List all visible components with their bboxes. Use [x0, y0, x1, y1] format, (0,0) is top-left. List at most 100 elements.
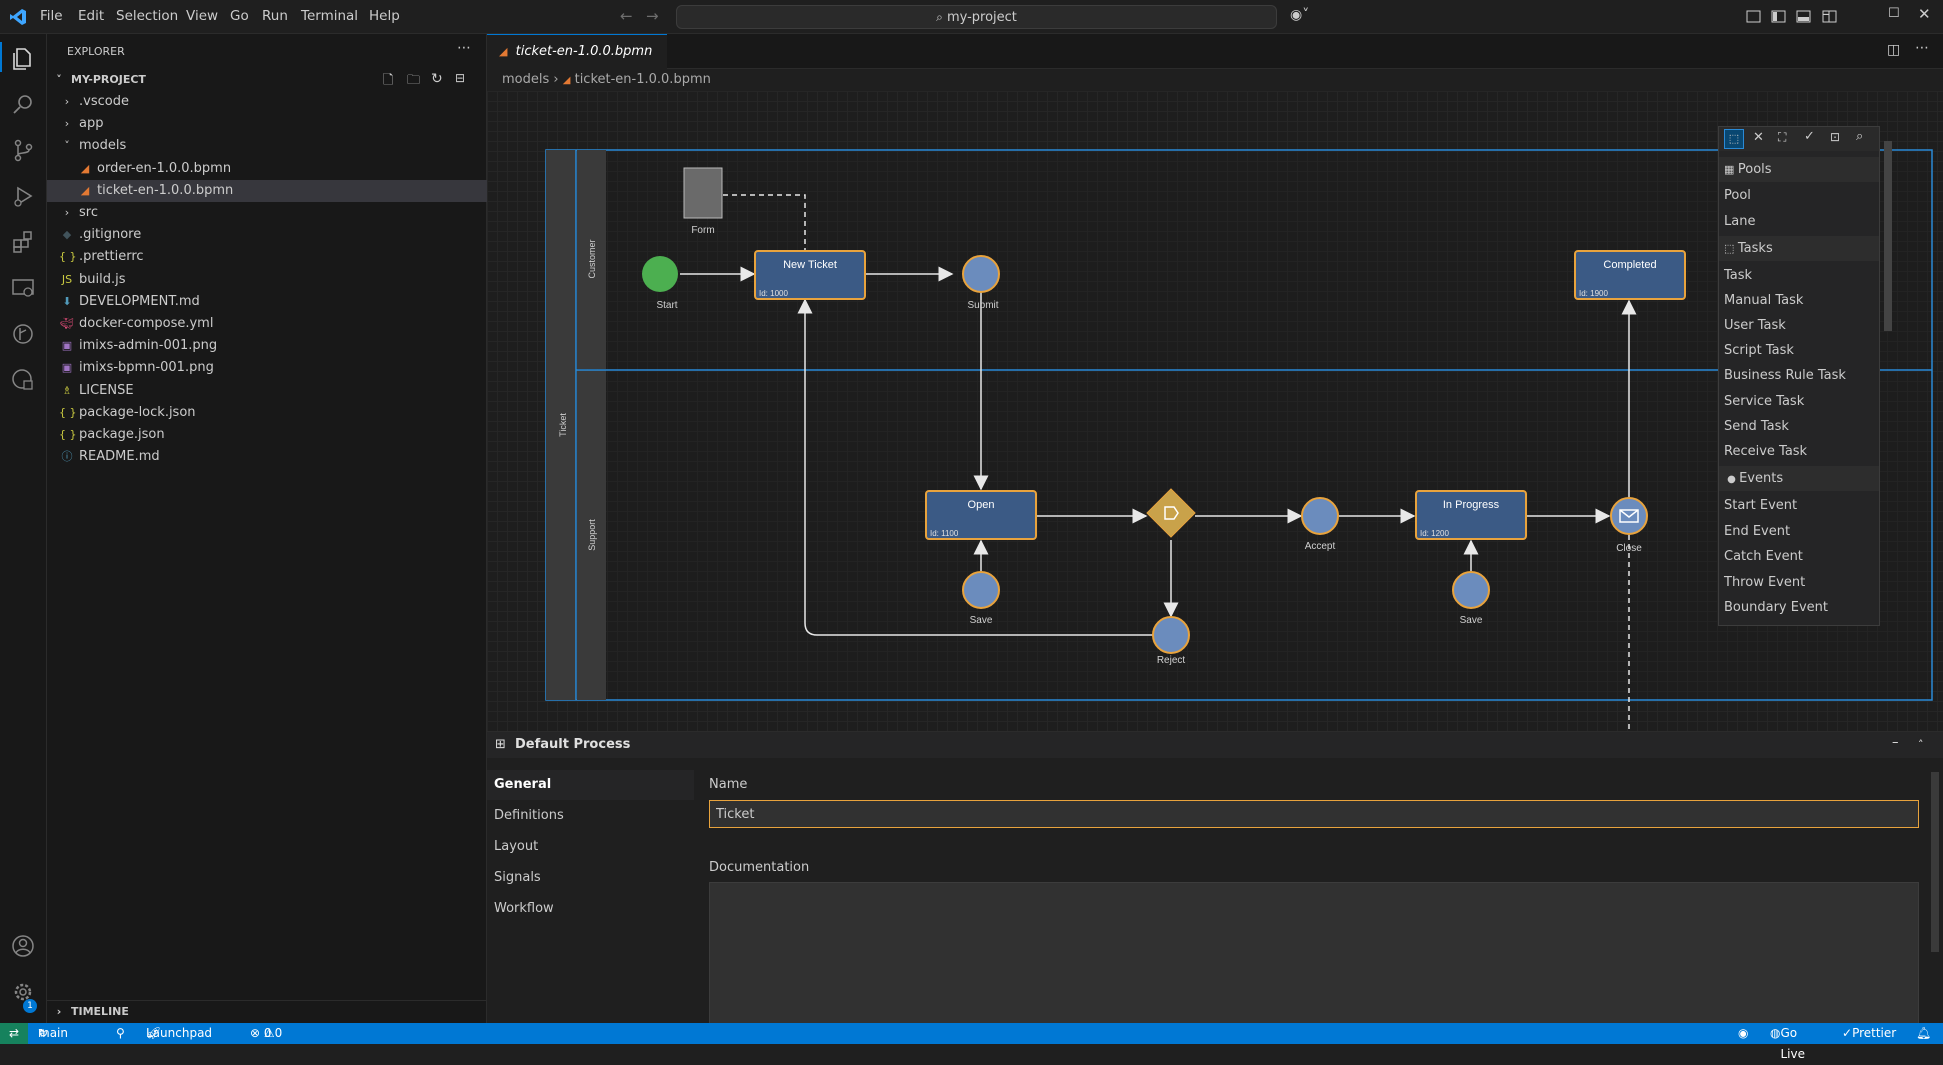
remote-indicator-icon[interactable]: ⇄ [0, 1023, 28, 1044]
notifications-bell-icon[interactable]: 🔔︎ [1916, 1026, 1932, 1040]
tree-item[interactable]: ›app [47, 113, 487, 135]
palette-item-catch-event[interactable]: Catch Event [1724, 549, 1803, 564]
back-arrow-icon[interactable]: ← [620, 7, 633, 25]
menu-edit[interactable]: Edit [78, 8, 105, 24]
palette-scrollbar[interactable] [1884, 141, 1892, 331]
props-nav-definitions[interactable]: Definitions [494, 808, 564, 823]
breadcrumb-file[interactable]: ticket-en-1.0.0.bpmn [574, 72, 711, 87]
run-debug-icon[interactable] [9, 182, 37, 210]
split-editor-icon[interactable]: ◫ [1887, 42, 1901, 58]
task-completed[interactable] [1574, 250, 1686, 300]
collapse-panel-icon[interactable]: ˄ [1918, 738, 1924, 751]
props-nav-signals[interactable]: Signals [494, 870, 541, 885]
tree-item[interactable]: ⬇DEVELOPMENT.md [47, 291, 487, 313]
timeline-header[interactable]: ›TIMELINE [47, 1000, 487, 1022]
go-live-button[interactable]: ◍ Go Live [1770, 1026, 1805, 1061]
remote-explorer-icon[interactable] [9, 274, 37, 302]
start-event[interactable] [642, 256, 678, 292]
editor-more-icon[interactable]: ⋯ [1915, 40, 1929, 56]
extensions-icon[interactable] [9, 228, 37, 256]
branch-indicator[interactable]: ⑂ main ↻ [38, 1023, 68, 1044]
explorer-icon[interactable] [9, 44, 37, 72]
center-icon[interactable]: ⊡ [1830, 130, 1841, 144]
menu-help[interactable]: Help [369, 8, 400, 24]
account-icon[interactable] [9, 932, 37, 960]
palette-item-receive-task[interactable]: Receive Task [1724, 444, 1808, 459]
tree-item[interactable]: { }package-lock.json [47, 402, 487, 424]
event-save-progress[interactable] [1452, 571, 1490, 609]
prettier-button[interactable]: ✓ Prettier [1842, 1026, 1897, 1040]
new-file-icon[interactable]: 🗋 [383, 73, 394, 88]
palette-item-script-task[interactable]: Script Task [1724, 343, 1794, 358]
tree-item[interactable]: { }package.json [47, 424, 487, 446]
palette-item-task[interactable]: Task [1724, 268, 1753, 283]
refresh-icon[interactable]: ↻ [431, 71, 443, 87]
delete-tool-icon[interactable]: ✕ [1753, 130, 1764, 145]
menu-selection[interactable]: Selection [116, 8, 179, 24]
breadcrumb-models[interactable]: models [502, 72, 550, 87]
palette-item-start-event[interactable]: Start Event [1724, 498, 1798, 513]
event-reject[interactable] [1152, 616, 1190, 654]
task-in-progress[interactable] [1415, 490, 1527, 540]
palette-item-user-task[interactable]: User Task [1724, 318, 1786, 333]
tree-item[interactable]: { }.prettierrc [47, 246, 487, 268]
props-nav-general[interactable]: General [487, 770, 694, 800]
bpmn-tool-icon[interactable] [9, 366, 37, 394]
palette-group-tasks[interactable]: ⬚ Tasks [1719, 236, 1879, 261]
minimize-button[interactable]: – [1822, 4, 1830, 23]
documentation-field[interactable] [709, 882, 1919, 1024]
palette-group-pools[interactable]: ▦ Pools [1719, 157, 1879, 182]
event-close[interactable] [1610, 497, 1648, 535]
palette-item-pool[interactable]: Pool [1724, 188, 1751, 203]
pool[interactable] [545, 149, 1933, 701]
source-control-icon[interactable] [9, 136, 37, 164]
bpmn-canvas[interactable]: Ticket Customer Support Form Start Submi… [487, 91, 1943, 731]
new-folder-icon[interactable]: 🗀 [407, 73, 421, 88]
palette-item-boundary-event[interactable]: Boundary Event [1724, 600, 1828, 615]
props-nav-workflow[interactable]: Workflow [494, 901, 554, 916]
tree-item[interactable]: ▣imixs-admin-001.png [47, 335, 487, 357]
select-tool-icon[interactable]: ⬚ [1724, 129, 1744, 149]
tree-item[interactable]: 🐳︎docker-compose.yml [47, 313, 487, 335]
sync-icon[interactable]: ⚲ [116, 1026, 125, 1040]
palette-item-throw-event[interactable]: Throw Event [1724, 575, 1806, 590]
maximize-button[interactable]: ☐ [1888, 6, 1900, 21]
properties-scrollbar[interactable] [1931, 772, 1939, 952]
menu-file[interactable]: File [40, 8, 63, 24]
project-header[interactable]: ˅MY-PROJECT [47, 69, 487, 91]
palette-item-send-task[interactable]: Send Task [1724, 419, 1789, 434]
fit-view-icon[interactable]: ⛶ [1778, 130, 1787, 144]
tree-item[interactable]: ›.vscode [47, 91, 487, 113]
command-search-box[interactable]: ⌕ my-project [676, 5, 1277, 29]
menu-go[interactable]: Go [230, 8, 249, 24]
forward-arrow-icon[interactable]: → [646, 7, 659, 25]
tree-item[interactable]: ›src [47, 202, 487, 224]
menu-terminal[interactable]: Terminal [301, 8, 359, 24]
tree-item[interactable]: ◢order-en-1.0.0.bpmn [47, 158, 487, 180]
palette-item-end-event[interactable]: End Event [1724, 524, 1791, 539]
minimize-panel-icon[interactable]: – [1892, 735, 1899, 750]
palette-search-icon[interactable]: ⌕ [1856, 129, 1864, 144]
tree-item[interactable]: ◆.gitignore [47, 224, 487, 246]
tree-item[interactable]: ◢ticket-en-1.0.0.bpmn [47, 179, 487, 202]
validate-icon[interactable]: ✓ [1804, 129, 1815, 144]
tab-ticket-bpmn[interactable]: ◢ ticket-en-1.0.0.bpmn ✕ [487, 34, 667, 93]
task-new-ticket[interactable] [754, 250, 866, 300]
props-nav-layout[interactable]: Layout [494, 839, 539, 854]
tree-item[interactable]: ▣imixs-bpmn-001.png [47, 357, 487, 379]
event-save-open[interactable] [962, 571, 1000, 609]
copilot-status-icon[interactable]: ◉ [1738, 1026, 1749, 1040]
more-actions-icon[interactable]: ⋯ [457, 40, 471, 56]
tree-item[interactable]: ˅models [47, 135, 487, 157]
task-open[interactable] [925, 490, 1037, 540]
palette-item-manual-task[interactable]: Manual Task [1724, 293, 1804, 308]
name-field[interactable] [709, 800, 1919, 828]
palette-item-service-task[interactable]: Service Task [1724, 394, 1805, 409]
settings-gear-icon[interactable] [9, 978, 37, 1006]
tree-item[interactable]: ♗LICENSE [47, 380, 487, 402]
palette-item-business-rule-task[interactable]: Business Rule Task [1724, 368, 1846, 383]
git-graph-icon[interactable] [9, 320, 37, 348]
copilot-icon[interactable]: ◉˅ [1290, 7, 1310, 23]
